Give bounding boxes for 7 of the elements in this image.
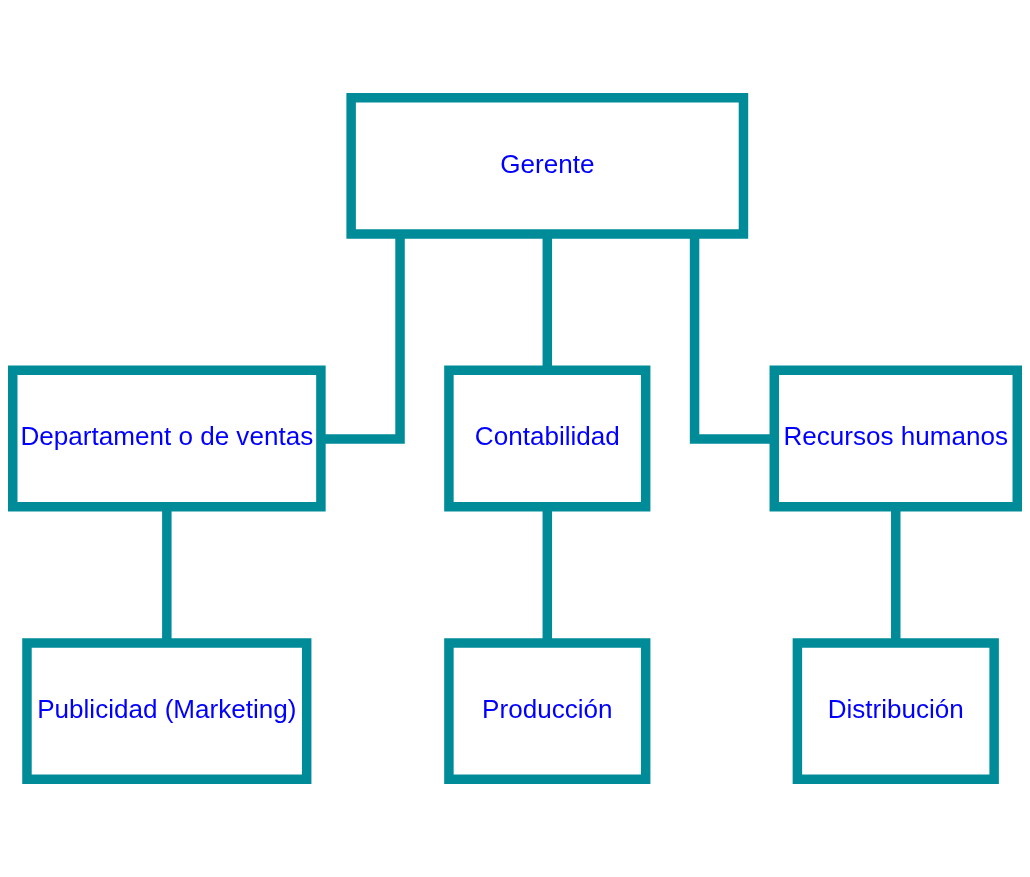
node-box: Recursos humanos bbox=[769, 365, 1022, 512]
node-box: Contabilidad bbox=[444, 365, 651, 512]
node-box: Departament o de ventas bbox=[8, 365, 326, 512]
node-box: Gerente bbox=[346, 93, 749, 239]
node-box: Distribución bbox=[792, 638, 999, 784]
node-box: Publicidad (Marketing) bbox=[22, 638, 312, 784]
node-box: Producción bbox=[444, 638, 651, 784]
